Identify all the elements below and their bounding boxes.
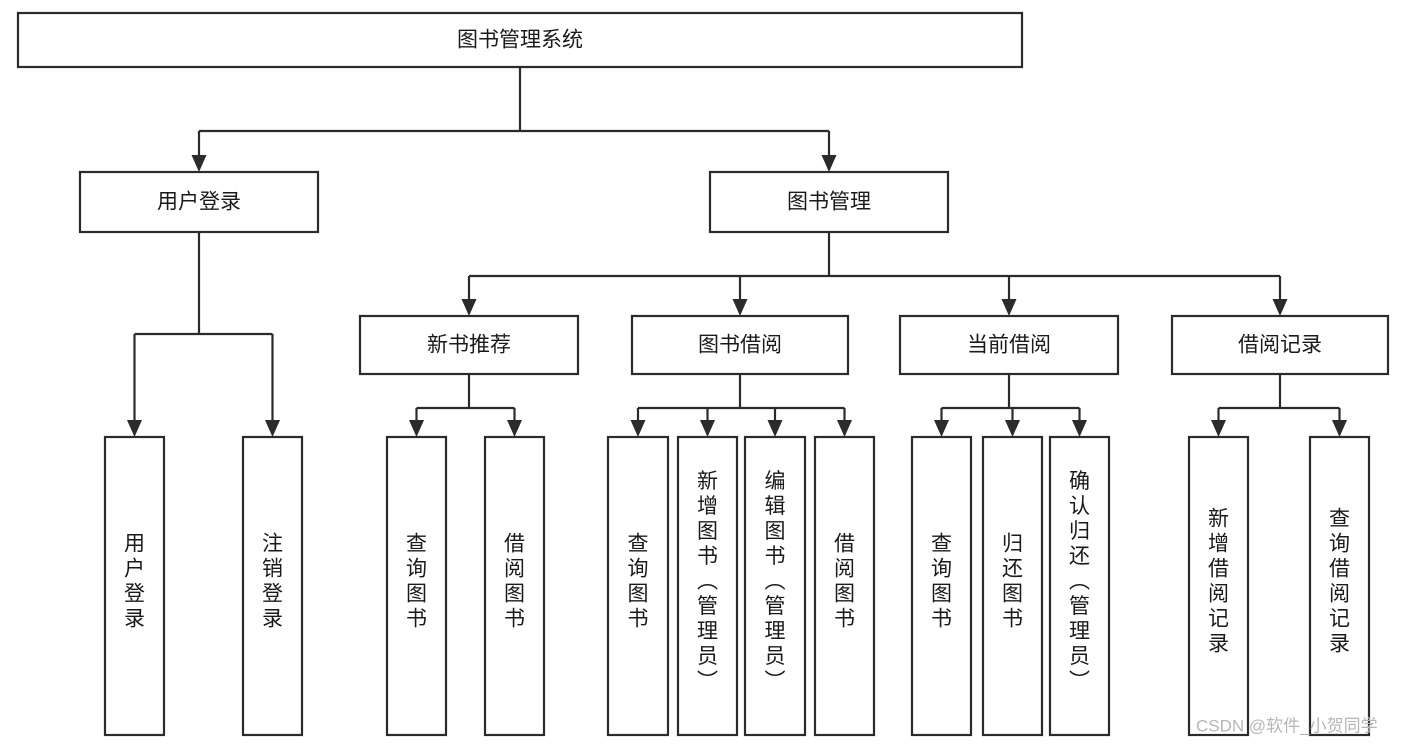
node-root[interactable]: 图书管理系统 — [16, 11, 1024, 69]
watermark-label: CSDN @软件_小贺同学 — [1196, 716, 1378, 735]
node-box — [1187, 435, 1250, 737]
arrow-head-icon — [265, 420, 280, 437]
node-label: 借阅图书 — [834, 533, 855, 631]
node-box — [676, 435, 739, 737]
node-l3-2[interactable]: 当前借阅 — [898, 314, 1120, 376]
node-l2-0[interactable]: 用户登录 — [78, 170, 320, 234]
node-box — [385, 435, 448, 737]
node-label: 借阅图书 — [504, 533, 525, 631]
node-l4-1[interactable]: 注销登录 — [241, 435, 304, 737]
arrow-head-icon — [700, 420, 715, 437]
node-label: 图书借阅 — [698, 334, 782, 357]
node-box — [78, 170, 320, 234]
node-box — [743, 435, 807, 737]
node-l4-9[interactable]: 归还图书 — [981, 435, 1044, 737]
node-box — [898, 314, 1120, 376]
node-layer: 图书管理系统用户登录图书管理新书推荐图书借阅当前借阅借阅记录用户登录注销登录查询… — [16, 11, 1390, 737]
node-box — [103, 435, 166, 737]
node-label: 查询图书 — [406, 533, 427, 631]
node-l4-10[interactable]: 确认归还︵管理员︶ — [1048, 435, 1111, 737]
arrow-head-icon — [127, 420, 142, 437]
node-box — [483, 435, 546, 737]
node-box — [630, 314, 850, 376]
arrow-head-icon — [1001, 299, 1017, 316]
node-l4-8[interactable]: 查询图书 — [910, 435, 973, 737]
arrow-head-icon — [1072, 420, 1087, 437]
node-l4-7[interactable]: 借阅图书 — [813, 435, 876, 737]
node-l4-2[interactable]: 查询图书 — [385, 435, 448, 737]
node-l4-12[interactable]: 查询借阅记录 — [1308, 435, 1371, 737]
node-box — [981, 435, 1044, 737]
arrow-head-icon — [767, 420, 783, 437]
node-label: 编辑图书︵管理员︶ — [765, 470, 786, 693]
arrow-head-icon — [507, 420, 522, 437]
node-label: 图书管理 — [787, 191, 871, 214]
node-box — [1048, 435, 1111, 737]
node-l3-1[interactable]: 图书借阅 — [630, 314, 850, 376]
node-label: 用户登录 — [157, 191, 241, 214]
node-label: 用户登录 — [124, 533, 145, 631]
arrow-head-icon — [1332, 420, 1347, 437]
node-box — [16, 11, 1024, 69]
node-label: 注销登录 — [262, 533, 283, 631]
arrow-head-icon — [191, 155, 207, 172]
node-box — [606, 435, 670, 737]
node-label: 新书推荐 — [427, 334, 511, 357]
node-label: 借阅记录 — [1238, 334, 1322, 357]
node-label: 图书管理系统 — [457, 29, 583, 52]
node-l3-0[interactable]: 新书推荐 — [358, 314, 580, 376]
arrow-head-icon — [934, 420, 949, 437]
node-box — [241, 435, 304, 737]
node-label: 查询图书 — [931, 533, 952, 631]
node-box — [1170, 314, 1390, 376]
arrow-head-icon — [732, 299, 748, 316]
node-label: 新增借阅记录 — [1208, 508, 1229, 656]
node-box — [1308, 435, 1371, 737]
node-label: 查询借阅记录 — [1329, 508, 1350, 656]
node-box — [358, 314, 580, 376]
connector-layer — [127, 67, 1347, 437]
node-label: 当前借阅 — [967, 334, 1051, 357]
arrow-head-icon — [630, 420, 646, 437]
arrow-head-icon — [1272, 299, 1288, 316]
node-box — [910, 435, 973, 737]
node-l4-4[interactable]: 查询图书 — [606, 435, 670, 737]
node-l3-3[interactable]: 借阅记录 — [1170, 314, 1390, 376]
arrow-head-icon — [837, 420, 852, 437]
node-l4-11[interactable]: 新增借阅记录 — [1187, 435, 1250, 737]
node-l4-6[interactable]: 编辑图书︵管理员︶ — [743, 435, 807, 737]
arrow-head-icon — [1005, 420, 1020, 437]
arrow-head-icon — [821, 155, 837, 172]
node-l4-3[interactable]: 借阅图书 — [483, 435, 546, 737]
node-label: 新增图书︵管理员︶ — [697, 470, 718, 693]
node-l4-5[interactable]: 新增图书︵管理员︶ — [676, 435, 739, 737]
node-label: 查询图书 — [628, 533, 649, 631]
arrow-head-icon — [409, 420, 424, 437]
node-l2-1[interactable]: 图书管理 — [708, 170, 950, 234]
arrow-head-icon — [1211, 420, 1226, 437]
arrow-head-icon — [461, 299, 477, 316]
node-box — [708, 170, 950, 234]
node-box — [813, 435, 876, 737]
node-label: 归还图书 — [1002, 533, 1023, 631]
node-l4-0[interactable]: 用户登录 — [103, 435, 166, 737]
node-label: 确认归还︵管理员︶ — [1069, 470, 1090, 693]
